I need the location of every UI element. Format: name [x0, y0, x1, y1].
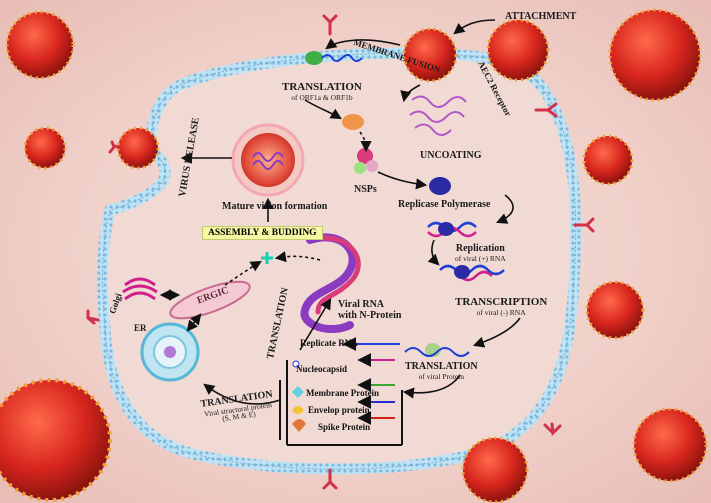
nsps-label: NSPs: [354, 184, 377, 195]
arrow-blob-to-nsps: [359, 131, 372, 153]
arrow-ergic-to-assembly: [224, 260, 262, 286]
translation-orf-label: TRANSLATION of ORF1a & ORF1b: [282, 81, 362, 102]
polyprotein-icon: [342, 114, 364, 130]
translation-protein-title: TRANSLATION: [405, 361, 478, 372]
arrow-transcription-to-translation: [472, 317, 521, 348]
legend-arrows: [342, 337, 400, 425]
legend-icons: [292, 360, 306, 432]
virus-left1: [23, 126, 67, 170]
transcription-icon: [439, 264, 505, 282]
arrow-attachment: [453, 19, 496, 35]
arrow-er-ergic: [186, 313, 202, 332]
virus-bottom: [461, 436, 529, 503]
replication-title: Replication: [455, 243, 505, 254]
virus-topright: [608, 8, 702, 102]
assembly-plus-icon: [261, 252, 273, 264]
uncoating-label: UNCOATING: [420, 150, 482, 161]
viral-rna-label: Viral RNA with N-Protein: [338, 299, 402, 321]
transcription-label: TRANSCRIPTION of viral (-) RNA: [455, 296, 548, 317]
arrow-rna-to-assembly: [274, 251, 321, 263]
receptors: [86, 14, 595, 490]
translation-orf-title: TRANSLATION: [282, 81, 362, 93]
virus-attachment: [486, 18, 550, 82]
arrow-uncoating: [400, 84, 421, 103]
replication-icon: [427, 221, 477, 238]
replicase-label: Replicase Polymerase: [398, 199, 491, 210]
arrow-replicase-to-replication: [495, 194, 514, 224]
virus-topleft: [5, 10, 75, 80]
uncoating-rna-icon: [409, 95, 467, 136]
virus-right: [582, 134, 634, 186]
legend-membrane-protein: Membrane Protein: [306, 388, 380, 398]
arrow-replication-to-transcription: [427, 239, 440, 266]
protein-translation-icon: [404, 343, 470, 357]
translation-protein-label: TRANSLATION of viral Protein: [405, 361, 478, 381]
arrow-legend-to-er: [203, 383, 281, 405]
replication-label: Replication of viral (+) RNA: [455, 243, 506, 263]
legend-nucleocapsid: Nucleocapsid: [296, 364, 348, 374]
ribosome-icon: [305, 51, 363, 65]
translation-orf-sub: of ORF1a & ORF1b: [291, 92, 353, 102]
ergic-icon: [169, 280, 251, 320]
golgi-icon: [122, 277, 158, 301]
virus-right-mid: [585, 280, 645, 340]
virus-bottomleft: [0, 378, 112, 502]
virus-fusing: [402, 27, 458, 83]
legend-envelop-protein: Envelop protein: [308, 405, 370, 415]
mature-virion-label: Mature virion formation: [222, 201, 328, 212]
assembly-label: ASSEMBLY & BUDDING: [202, 226, 323, 240]
translation-protein-sub: of viral Protein: [418, 371, 465, 381]
legend-replicate-rna: Replicate RNA: [300, 338, 358, 348]
legend-spike-protein: Spike Protein: [318, 422, 371, 432]
er-label: ER: [134, 323, 147, 333]
virus-left2: [116, 126, 160, 170]
replicase-icon: [429, 177, 451, 195]
viral-rna-title: Viral RNA: [338, 299, 385, 310]
attachment-label: ATTACHMENT: [505, 11, 577, 22]
arrow-nsps-to-replicase: [377, 171, 428, 190]
viral-rna-sub: with N-Protein: [338, 309, 402, 321]
arrow-orf-to-blob: [304, 99, 342, 120]
replication-sub: of viral (+) RNA: [455, 253, 506, 263]
arrow-translation-up: [299, 298, 332, 351]
arrow-to-legend: [402, 374, 461, 399]
arrow-fusion: [325, 38, 401, 50]
transcription-sub: of viral (-) RNA: [476, 307, 526, 317]
er-icon: [140, 322, 200, 382]
mature-virion: [231, 123, 305, 197]
flow-arrows: [159, 19, 521, 405]
virus-particles: [0, 8, 708, 503]
transcription-title: TRANSCRIPTION: [455, 296, 548, 308]
legend-bracket: [286, 360, 403, 446]
virus-bottomright: [632, 407, 708, 483]
